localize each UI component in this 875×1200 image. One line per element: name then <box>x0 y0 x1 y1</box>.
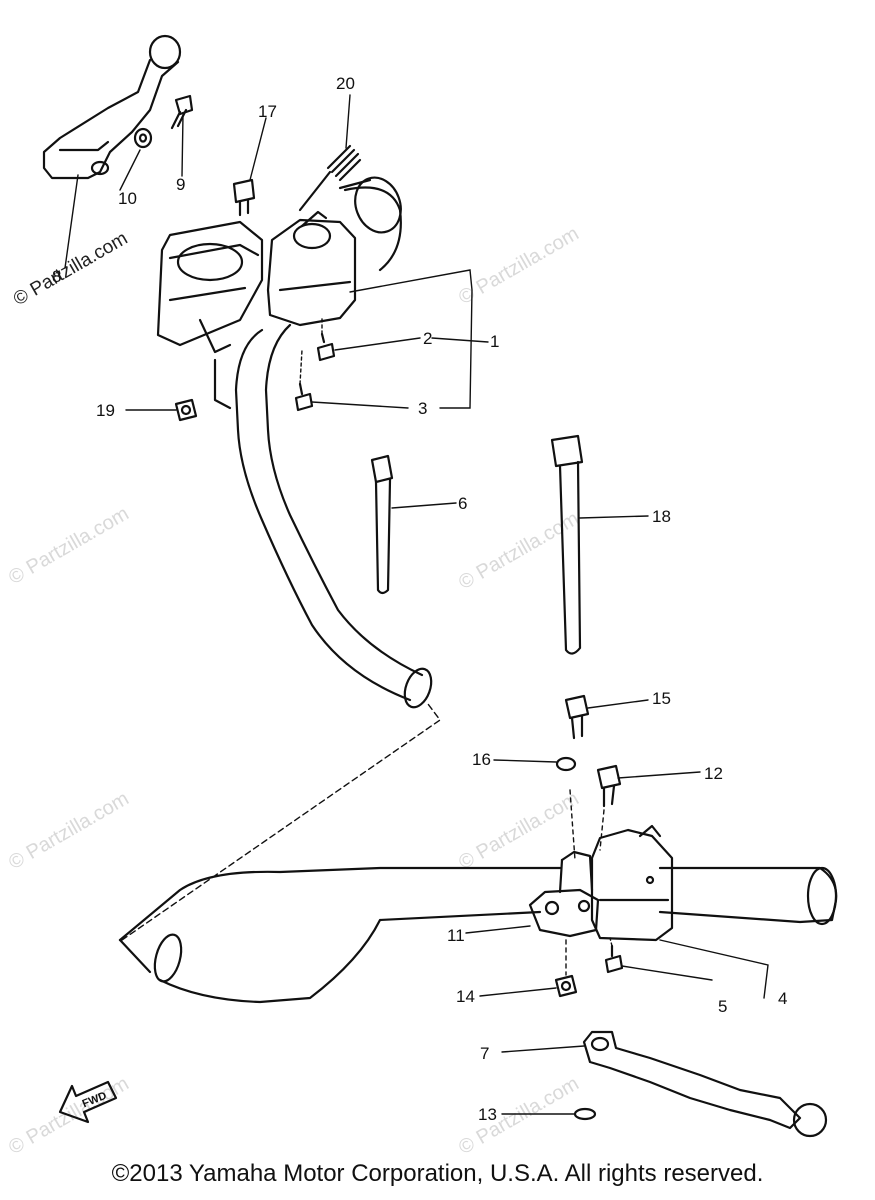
callout-18: 18 <box>652 507 671 526</box>
callout-19: 19 <box>96 401 115 420</box>
screw-5 <box>604 944 624 974</box>
leader-line <box>659 939 769 999</box>
leader-line <box>479 987 557 997</box>
leader-line <box>599 809 605 851</box>
callout-7: 7 <box>480 1044 490 1063</box>
leader-line <box>493 759 557 763</box>
leader-line <box>249 117 267 181</box>
pin-13 <box>573 1107 597 1121</box>
callout-13: 13 <box>478 1105 497 1124</box>
screw-2 <box>316 332 336 362</box>
callout-20: 20 <box>336 74 355 93</box>
switch-housing-left <box>590 824 674 942</box>
callout-11: 11 <box>447 926 465 945</box>
leader-line <box>311 401 409 409</box>
callout-12: 12 <box>704 764 723 783</box>
screw-3 <box>294 382 314 412</box>
leader-line <box>617 771 701 779</box>
leader-line <box>64 174 79 269</box>
nut-14 <box>554 974 578 998</box>
leader-line <box>345 94 351 149</box>
leader-line <box>587 699 649 709</box>
leader-line <box>569 789 576 861</box>
strap-18 <box>550 434 584 655</box>
callout-14: 14 <box>456 987 475 1006</box>
clamp-11 <box>528 850 600 938</box>
washer-16 <box>555 756 577 772</box>
copyright-footer: ©2013 Yamaha Motor Corporation, U.S.A. A… <box>111 1160 764 1187</box>
callout-16: 16 <box>472 750 491 769</box>
callout-2: 2 <box>423 329 433 348</box>
leader-line <box>621 965 713 981</box>
bolt-17 <box>232 178 256 217</box>
leader-line <box>121 703 441 941</box>
spring-20 <box>298 144 362 212</box>
callout-9: 9 <box>176 175 186 194</box>
bolt-15 <box>564 694 590 740</box>
callout-5: 5 <box>718 997 728 1016</box>
callout-4: 4 <box>778 989 788 1008</box>
callout-17: 17 <box>258 102 277 121</box>
cable-tie-6 <box>370 454 394 595</box>
bolt-12 <box>596 764 622 808</box>
switch-housing-right <box>266 176 402 327</box>
leader-line <box>391 502 457 509</box>
forward-arrow-icon <box>58 1080 118 1124</box>
leader-line <box>609 937 613 947</box>
nut-19 <box>174 398 198 422</box>
master-cylinder-bracket <box>156 220 264 354</box>
leader-line <box>579 515 649 519</box>
callout-10: 10 <box>118 189 137 208</box>
callout-1: 1 <box>490 332 500 351</box>
leader-line <box>181 114 184 177</box>
leader-line <box>334 337 421 351</box>
leader-line <box>119 149 141 191</box>
leader-line <box>431 337 489 343</box>
callout-6: 6 <box>458 494 468 513</box>
leader-line <box>299 349 303 385</box>
handlebar-lower <box>118 866 838 1004</box>
leader-line <box>349 269 473 409</box>
handlebar-upper <box>213 323 433 709</box>
bolt-9 <box>170 94 194 130</box>
clutch-lever <box>582 1030 828 1138</box>
callout-8: 8 <box>52 267 62 286</box>
brake-lever <box>42 34 182 180</box>
callout-15: 15 <box>652 689 671 708</box>
callout-3: 3 <box>418 399 428 418</box>
leader-line <box>465 925 531 934</box>
small-nut-10 <box>133 127 153 149</box>
leader-line <box>501 1045 585 1053</box>
